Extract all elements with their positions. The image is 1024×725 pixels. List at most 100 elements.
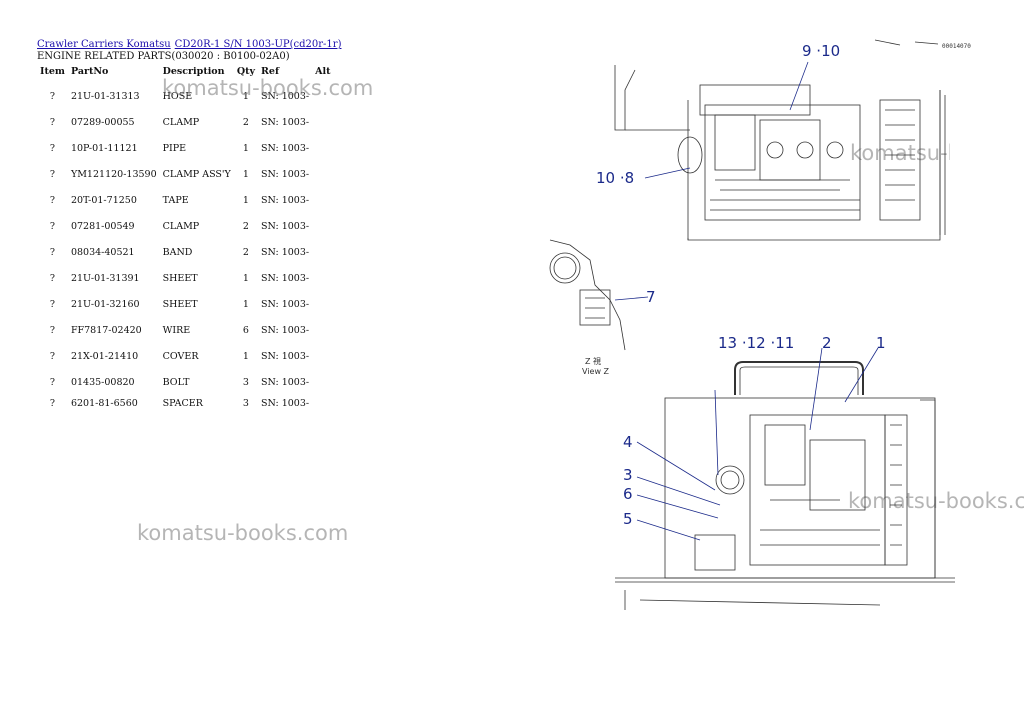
cell-item: ? <box>49 324 56 336</box>
breadcrumb-link-model[interactable]: CD20R-1 S/N 1003-UP(cd20r-1r) <box>174 39 342 50</box>
cell-partno: 07281-00549 <box>70 220 135 232</box>
header-description: Description <box>162 66 225 77</box>
cell-qty: 3 <box>242 376 249 388</box>
cell-qty: 1 <box>242 90 249 102</box>
cell-description: SPACER <box>162 397 203 409</box>
cell-partno: 10P-01-11121 <box>70 142 138 154</box>
cell-alt <box>312 343 338 369</box>
cell-partno: 21U-01-31313 <box>70 90 140 102</box>
engine-component <box>764 424 806 486</box>
cell-alt <box>312 213 338 239</box>
leader-line <box>614 296 649 301</box>
leader-line <box>844 347 879 403</box>
hose-ring <box>553 256 577 280</box>
cell-qty: 1 <box>242 298 249 310</box>
engine-component <box>809 439 866 511</box>
callout-4: 4 <box>623 433 633 451</box>
leader-line <box>644 167 691 179</box>
engine-detail <box>826 141 844 159</box>
cell-item: ? <box>49 168 56 180</box>
callout-13-12-11: 13 ·12 ·11 <box>718 334 794 352</box>
cell-ref: SN: 1003- <box>261 220 310 232</box>
cell-item: ? <box>49 194 56 206</box>
cell-item: ? <box>49 246 56 258</box>
battery <box>694 534 736 571</box>
cell-ref: SN: 1003- <box>261 246 310 258</box>
view-label: Z 視 <box>585 357 601 366</box>
cell-description: HOSE <box>162 90 193 102</box>
frame-line <box>874 39 939 46</box>
cell-alt <box>312 291 338 317</box>
cell-alt <box>312 83 338 109</box>
cell-item: ? <box>49 298 56 310</box>
cell-partno: 01435-00820 <box>70 376 135 388</box>
leader-line <box>789 61 809 111</box>
cell-alt <box>312 265 338 291</box>
cell-ref: SN: 1003- <box>261 194 310 206</box>
cell-alt <box>312 317 338 343</box>
callout-5: 5 <box>623 510 633 528</box>
cell-partno: 21U-01-32160 <box>70 298 140 310</box>
cell-qty: 1 <box>242 142 249 154</box>
cell-qty: 1 <box>242 194 249 206</box>
header-partno: PartNo <box>70 66 109 77</box>
cell-description: SHEET <box>162 272 198 284</box>
cell-alt <box>312 109 338 135</box>
table-row: ? 21U-01-32160 SHEET 1 SN: 1003- <box>37 291 338 317</box>
cell-ref: SN: 1003- <box>261 397 310 409</box>
cell-item: ? <box>49 350 56 362</box>
cell-qty: 1 <box>242 168 249 180</box>
table-header-row: Item PartNo Description Qty Ref Alt <box>37 64 338 83</box>
cell-qty: 3 <box>242 397 249 409</box>
cell-alt <box>312 161 338 187</box>
cell-ref: SN: 1003- <box>261 298 310 310</box>
cell-partno: 08034-40521 <box>70 246 135 258</box>
watermark: komatsu-books.com <box>137 521 349 545</box>
engine-detail <box>796 141 814 159</box>
cell-description: PIPE <box>162 142 187 154</box>
callout-3: 3 <box>623 466 633 484</box>
cell-description: CLAMP ASS'Y <box>162 168 231 180</box>
cell-description: SHEET <box>162 298 198 310</box>
roll-bar <box>734 361 864 395</box>
callout-9-10: 9 ·10 <box>802 42 840 60</box>
cell-qty: 6 <box>242 324 249 336</box>
cell-alt <box>312 369 338 395</box>
cell-ref: SN: 1003- <box>261 90 310 102</box>
cell-partno: FF7817-02420 <box>70 324 142 336</box>
cell-ref: SN: 1003- <box>261 376 310 388</box>
cell-ref: SN: 1003- <box>261 142 310 154</box>
cell-ref: SN: 1003- <box>261 272 310 284</box>
breadcrumb-link-catalog[interactable]: Crawler Carriers Komatsu <box>37 39 171 50</box>
cell-description: COVER <box>162 350 199 362</box>
cell-alt <box>312 135 338 161</box>
cell-alt <box>312 395 338 411</box>
cell-description: BAND <box>162 246 193 258</box>
cell-item: ? <box>49 142 56 154</box>
frame-line <box>614 65 636 131</box>
cell-item: ? <box>49 220 56 232</box>
cell-item: ? <box>49 116 56 128</box>
callout-6: 6 <box>623 485 633 503</box>
cell-qty: 2 <box>242 116 249 128</box>
cell-alt <box>312 239 338 265</box>
callout-1: 1 <box>876 334 886 352</box>
parts-table: Item PartNo Description Qty Ref Alt ?21U… <box>37 64 338 411</box>
radiator <box>879 99 921 221</box>
air-cleaner <box>720 470 740 490</box>
cell-ref: SN: 1003- <box>261 324 310 336</box>
diagram-code: 00014070 <box>942 43 971 50</box>
cell-partno: 20T-01-71250 <box>70 194 137 206</box>
engine-detail <box>710 179 860 211</box>
cell-item: ? <box>49 90 56 102</box>
cell-ref: SN: 1003- <box>261 116 310 128</box>
